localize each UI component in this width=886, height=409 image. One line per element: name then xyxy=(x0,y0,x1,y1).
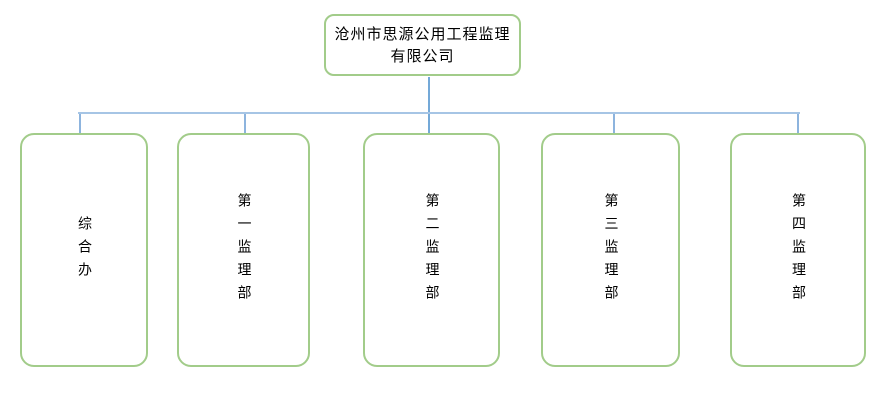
dept-label-general-office: 综合办 xyxy=(76,215,92,285)
root-company-box[interactable]: 沧州市思源公用工程监理 有限公司 xyxy=(324,14,521,76)
dept-label-supervision-1: 第一监理部 xyxy=(235,192,252,308)
connector-root-stem xyxy=(428,77,430,113)
company-name-line1: 沧州市思源公用工程监理 xyxy=(334,25,511,43)
dept-label-supervision-2: 第二监理部 xyxy=(423,192,440,308)
dept-box-general-office[interactable]: 综合办 xyxy=(20,133,148,367)
dept-box-supervision-3[interactable]: 第三监理部 xyxy=(541,133,680,367)
dept-label-supervision-4: 第四监理部 xyxy=(790,192,806,308)
dept-label-supervision-3: 第三监理部 xyxy=(602,192,619,308)
dept-box-supervision-1[interactable]: 第一监理部 xyxy=(177,133,310,367)
connector-drop-supervision-2 xyxy=(428,114,430,134)
connector-drop-supervision-3 xyxy=(613,114,615,134)
dept-box-supervision-2[interactable]: 第二监理部 xyxy=(363,133,500,367)
connector-horizontal-bus xyxy=(78,112,800,114)
company-name-line2: 有限公司 xyxy=(390,47,455,65)
dept-box-supervision-4[interactable]: 第四监理部 xyxy=(730,133,866,367)
connector-drop-supervision-4 xyxy=(797,114,799,134)
connector-drop-supervision-1 xyxy=(244,114,246,134)
connector-drop-general-office xyxy=(79,114,81,134)
